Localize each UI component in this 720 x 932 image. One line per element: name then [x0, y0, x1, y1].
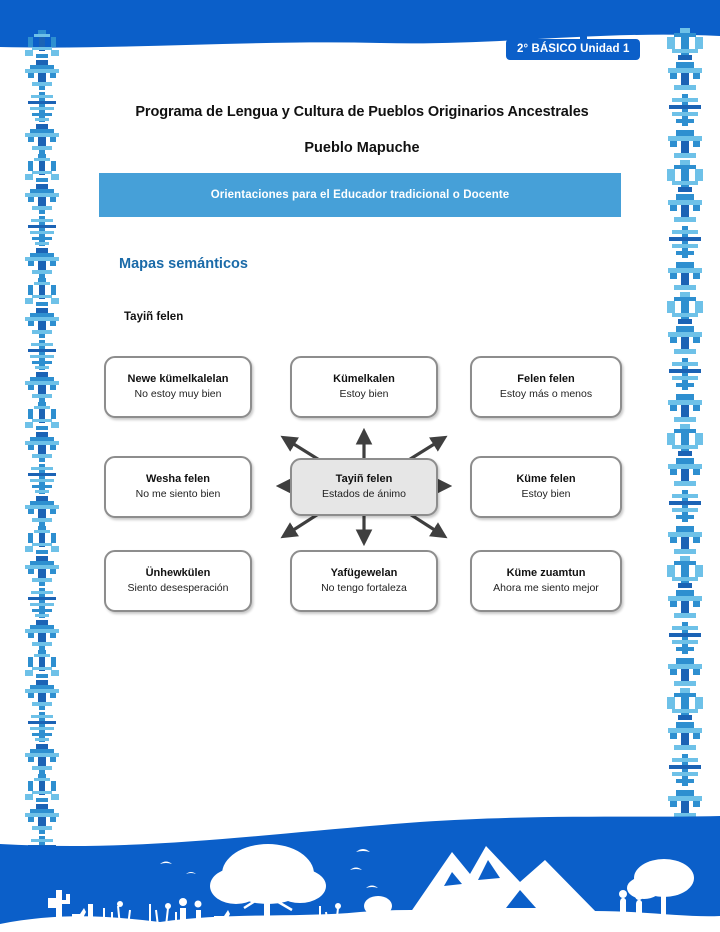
node-term: Küme felen: [516, 473, 576, 486]
title-line-1: Programa de Lengua y Cultura de Pueblos …: [135, 104, 589, 120]
unit-badge-label: 2° BÁSICO Unidad 1: [506, 39, 641, 60]
center-node-term: Tayiñ felen: [335, 473, 393, 486]
node-kume-zuamtun: Küme zuamtun Ahora me siento mejor: [470, 550, 622, 612]
node-gloss: Siento desesperación: [127, 582, 229, 595]
node-gloss: Estoy más o menos: [499, 388, 593, 401]
node-term: Felen felen: [517, 373, 575, 386]
node-center-tayin-felen: Tayiñ felen Estados de ánimo: [290, 458, 438, 516]
unit-badge: 2° BÁSICO Unidad 1: [506, 32, 641, 64]
subtitle-banner-label: Orientaciones para el Educador tradicion…: [210, 189, 510, 201]
node-wesha-felen: Wesha felen No me siento bien: [104, 456, 252, 518]
badge-connector: [580, 32, 587, 42]
document-title: Programa de Lengua y Cultura de Pueblos …: [62, 104, 662, 156]
map-label: Tayiñ felen: [124, 311, 184, 323]
node-yafugewelan: Yafügewelan No tengo fortaleza: [290, 550, 438, 612]
content-area: Programa de Lengua y Cultura de Pueblos …: [62, 0, 662, 932]
node-felen-felen: Felen felen Estoy más o menos: [470, 356, 622, 418]
node-term: Yafügewelan: [330, 567, 398, 580]
node-gloss: Estoy bien: [339, 388, 389, 401]
title-line-2: Pueblo Mapuche: [304, 140, 420, 156]
section-heading: Mapas semánticos: [119, 256, 248, 272]
node-gloss: Ahora me siento mejor: [493, 582, 599, 595]
right-border-ornament: [662, 0, 708, 932]
center-node-gloss: Estados de ánimo: [321, 488, 407, 501]
node-kume-felen: Küme felen Estoy bien: [470, 456, 622, 518]
node-term: Wesha felen: [146, 473, 210, 486]
node-gloss: No estoy muy bien: [134, 388, 222, 401]
node-gloss: No tengo fortaleza: [321, 582, 407, 595]
semantic-map-diagram: Newe kümelkalelan No estoy muy bien Küme…: [104, 346, 624, 626]
node-unhewkulen: Ünhewkülen Siento desesperación: [104, 550, 252, 612]
node-term: Newe kümelkalelan: [127, 373, 229, 386]
node-gloss: No me siento bien: [135, 488, 221, 501]
node-gloss: Estoy bien: [521, 488, 571, 501]
node-newe-kumelkalelan: Newe kümelkalelan No estoy muy bien: [104, 356, 252, 418]
left-border-ornament: [22, 0, 62, 932]
node-term: Kümelkalen: [333, 373, 395, 386]
bottom-landscape-illustration: [0, 816, 720, 932]
node-term: Ünhewkülen: [145, 567, 211, 580]
top-wave-banner: [0, 0, 720, 48]
node-kumelkalen: Kümelkalen Estoy bien: [290, 356, 438, 418]
node-term: Küme zuamtun: [506, 567, 586, 580]
subtitle-banner: Orientaciones para el Educador tradicion…: [99, 173, 621, 217]
